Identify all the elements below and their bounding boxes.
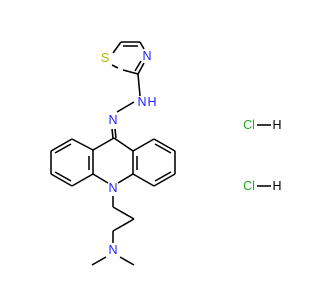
- thiazole-nitrogen-atom: N: [142, 49, 151, 63]
- hydrazone-nitrogen-atom: N: [108, 113, 117, 127]
- sulfur-atom: S: [101, 51, 109, 65]
- bond-skeleton: [50, 41, 271, 266]
- molecule-structure: S N N H N N N Cl H Cl H: [50, 41, 282, 266]
- hydrazine-nitrogen-atom: N: [137, 95, 146, 109]
- dimethylamine-nitrogen-atom: N: [108, 243, 117, 257]
- hydrogen-atom-1: H: [272, 118, 281, 132]
- hydrazine-hydrogen-atom: H: [147, 95, 156, 109]
- atom-labels: S N N H N N N Cl H Cl H: [101, 49, 282, 257]
- chlorine-atom-2: Cl: [243, 179, 255, 193]
- acridine-nitrogen-atom: N: [108, 181, 117, 195]
- chlorine-atom-1: Cl: [243, 118, 255, 132]
- hydrogen-atom-2: H: [272, 179, 281, 193]
